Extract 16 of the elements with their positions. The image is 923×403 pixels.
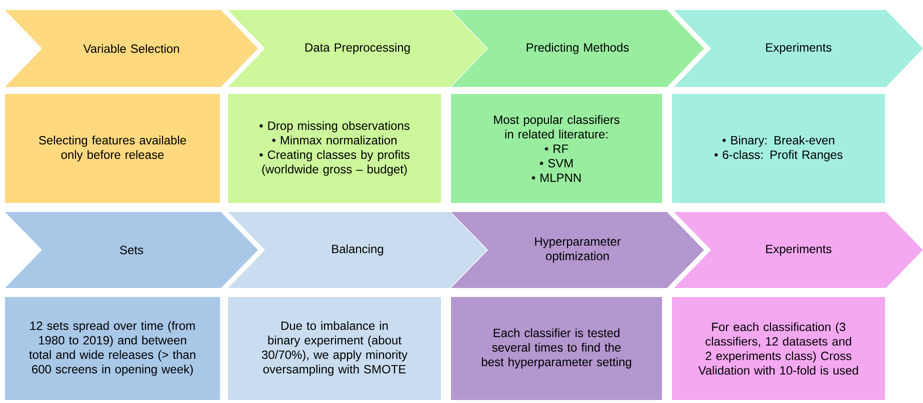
step-banner: Sets <box>5 212 258 288</box>
step-banner: Data Preprocessing <box>228 10 487 87</box>
text-box: For each classification (3 classifiers, 12 datasets and 2 experiments class) Cross Validation with 10-fold is used <box>672 297 885 400</box>
step-banner: Experiments <box>674 10 923 87</box>
step-banner: Predicting Methods <box>451 10 704 87</box>
text-box: • Binary: Break-even • 6-class: Profit Ranges <box>672 94 885 203</box>
text-box: • Drop missing observations • Minmax normalization • Creating classes by profits (worldwide gross – budget) <box>228 94 441 203</box>
text-box: Due to imbalance in binary experiment (about 30/70%), we apply minority oversampling with SMOTE <box>228 297 441 400</box>
text-box: 12 sets spread over time (from 1980 to 2019) and between total and wide releases (> than 600 screens in opening week) <box>5 297 220 400</box>
text-box: Each classifier is tested several times to find the best hyperparameter setting <box>451 297 662 400</box>
text-box: Selecting features available only before release <box>5 94 220 203</box>
step-banner: Experiments <box>674 212 923 288</box>
step-banner: Balancing <box>228 212 487 288</box>
step-banner: Hyperparameter optimization <box>451 212 704 288</box>
text-box: Most popular classifiers in related literature: • RF • SVM • MLPNN <box>451 94 662 203</box>
step-banner: Variable Selection <box>5 10 258 87</box>
